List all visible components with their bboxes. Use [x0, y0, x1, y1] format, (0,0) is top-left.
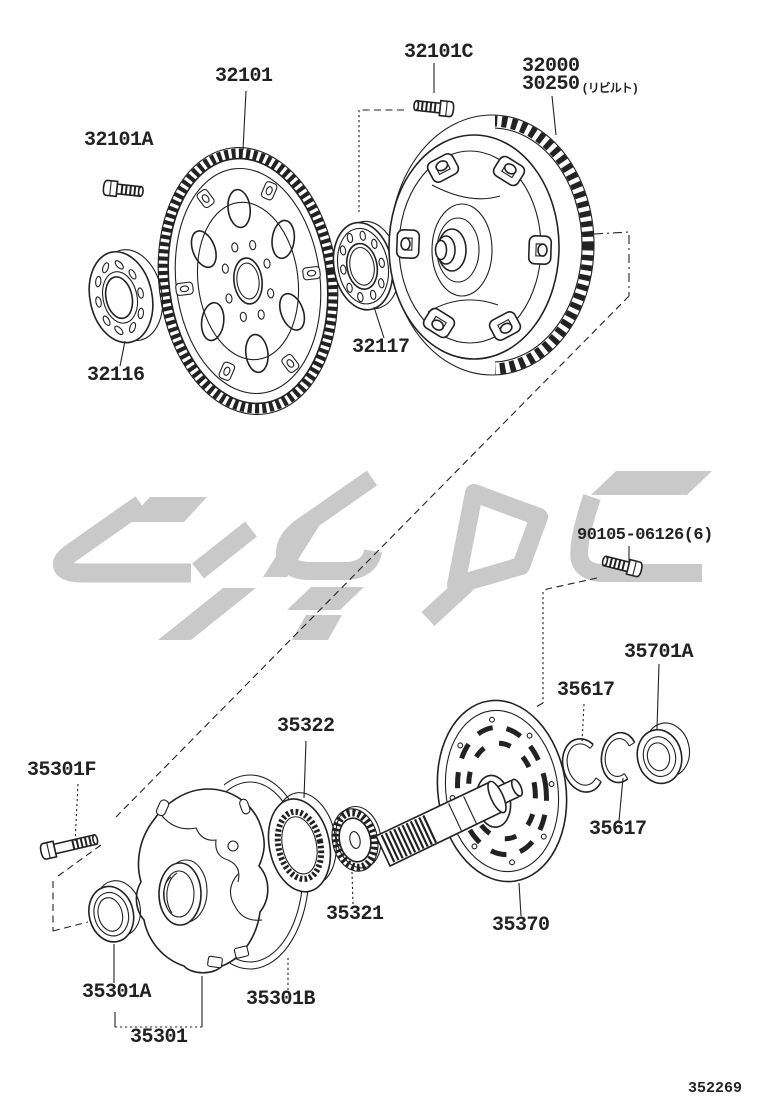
part-label-35617-lower: 35617 — [589, 818, 647, 841]
drive-plate-drawing — [157, 147, 339, 415]
part-label-30250-number: 30250 — [522, 73, 580, 96]
part-label-35301f: 35301F — [27, 759, 97, 782]
spacer-32116-drawing — [88, 249, 164, 344]
part-label-35370: 35370 — [492, 914, 550, 937]
bolt-32101a-drawing — [103, 180, 144, 199]
plate-32117-drawing — [332, 220, 401, 311]
oil-seal-35701a-drawing — [636, 722, 691, 785]
part-label-35321: 35321 — [326, 903, 384, 926]
bolt-35301f-drawing — [39, 831, 99, 860]
gear-35321-drawing — [331, 805, 382, 872]
part-label-32101a: 32101A — [84, 129, 154, 152]
leader-lines — [74, 63, 660, 1028]
part-label-32101c: 32101C — [404, 41, 474, 64]
part-label-30250: 30250(リビルト) — [522, 73, 639, 97]
part-label-32101: 32101 — [215, 65, 273, 88]
snap-ring-upper-drawing — [561, 738, 602, 793]
part-label-90105-06126: 90105-06126(6) — [577, 526, 713, 545]
snap-ring-lower-drawing — [600, 731, 636, 784]
part-label-35301a: 35301A — [82, 981, 152, 1004]
ring-gear-35322-drawing — [267, 792, 337, 893]
watermark-logo — [53, 470, 712, 640]
input-shaft-drawing — [374, 778, 523, 868]
part-label-30250-note: (リビルト) — [581, 82, 639, 96]
pump-body-drawing — [135, 788, 269, 974]
bolt-32101c-drawing — [413, 98, 454, 117]
part-label-35617-upper: 35617 — [557, 679, 615, 702]
part-label-35301b: 35301B — [246, 988, 316, 1011]
figure-number: 352269 — [688, 1080, 743, 1097]
part-label-32116: 32116 — [87, 364, 145, 387]
oil-seal-35301a-drawing — [88, 880, 142, 943]
part-label-35322: 35322 — [277, 715, 335, 738]
part-label-35701a: 35701A — [624, 641, 694, 664]
part-label-35301: 35301 — [130, 1026, 188, 1049]
part-label-32000: 32000 — [522, 55, 580, 78]
reference-dashed-lines — [52, 109, 630, 932]
part-label-32117: 32117 — [352, 336, 410, 359]
torque-converter-drawing — [388, 114, 595, 376]
